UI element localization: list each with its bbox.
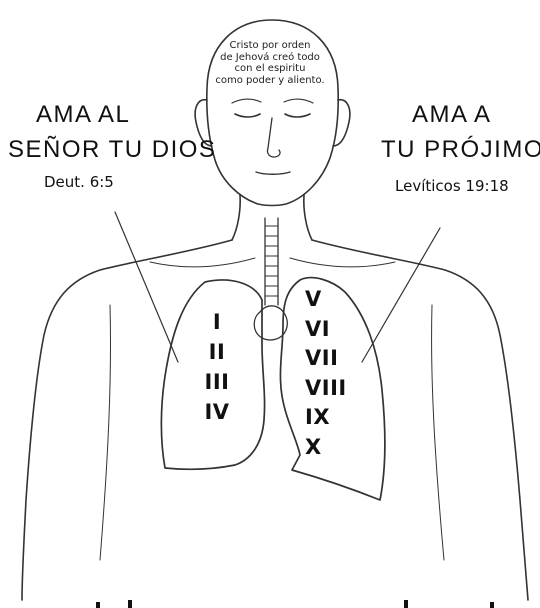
numeral: III bbox=[204, 370, 230, 394]
left-clavicle bbox=[149, 257, 256, 268]
torso-right bbox=[311, 239, 529, 601]
right-ear bbox=[332, 98, 351, 147]
left-arm-inner bbox=[99, 304, 112, 561]
right-label-line1: AMA A bbox=[412, 101, 492, 128]
head-text-line: Cristo por orden bbox=[229, 40, 311, 51]
head-text: Cristo por orden de Jehová creó todo con… bbox=[190, 40, 350, 86]
left-pointer-line bbox=[114, 211, 179, 363]
left-label-reference: Deut. 6:5 bbox=[44, 173, 114, 191]
head-text-line: como poder y aliento. bbox=[215, 74, 325, 86]
right-arm-inner bbox=[431, 304, 445, 561]
numeral: VIII bbox=[305, 375, 347, 400]
bottom-marks bbox=[96, 600, 494, 608]
numeral: I bbox=[212, 310, 222, 334]
left-brow bbox=[231, 98, 262, 104]
head-text-line: de Jehová creó todo bbox=[220, 51, 320, 63]
heart bbox=[253, 305, 288, 341]
right-brow bbox=[283, 98, 314, 104]
mouth bbox=[255, 171, 291, 175]
numeral: IV bbox=[204, 400, 230, 424]
right-lung bbox=[279, 276, 386, 501]
right-pointer-line bbox=[361, 227, 441, 363]
left-ear bbox=[194, 98, 213, 147]
neck-left bbox=[231, 194, 241, 241]
numeral: V bbox=[305, 287, 322, 311]
head-outline bbox=[206, 19, 339, 207]
numeral: II bbox=[208, 340, 226, 364]
left-eye bbox=[234, 113, 261, 118]
head-text-line: con el espiritu bbox=[234, 63, 306, 74]
left-lung bbox=[160, 279, 266, 471]
trachea-rings bbox=[264, 225, 279, 297]
right-clavicle bbox=[289, 257, 396, 268]
right-eye bbox=[284, 113, 311, 118]
right-lung-numerals: V VI VII VIII IX X bbox=[305, 285, 350, 462]
numeral: VI bbox=[305, 316, 331, 341]
torso-left bbox=[21, 239, 233, 601]
right-label-reference: Levíticos 19:18 bbox=[395, 177, 509, 195]
nose bbox=[266, 117, 281, 158]
right-label-line2: TU PRÓJIMO bbox=[381, 136, 540, 163]
left-lung-numerals: I II III IV bbox=[186, 307, 248, 427]
numeral: IX bbox=[305, 405, 331, 429]
left-label-line2: SEÑOR TU DIOS bbox=[8, 136, 217, 163]
numeral: X bbox=[305, 434, 322, 459]
left-label-line1: AMA AL bbox=[36, 101, 131, 128]
neck-right bbox=[303, 194, 313, 241]
numeral: VII bbox=[305, 346, 339, 370]
